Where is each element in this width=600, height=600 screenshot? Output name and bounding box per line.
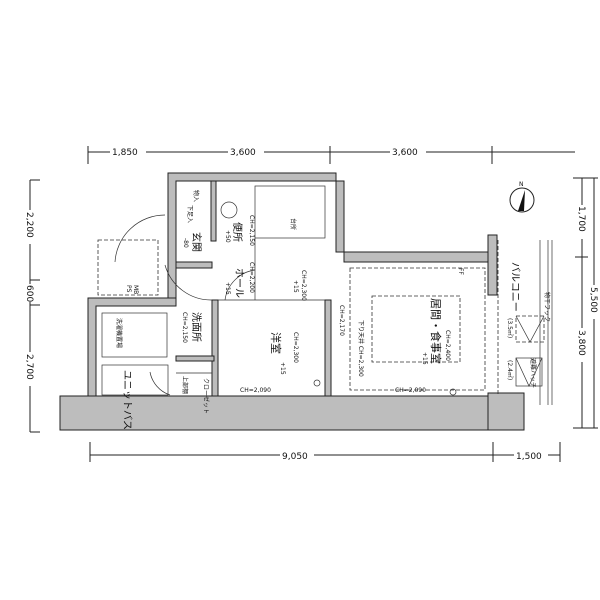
label-living-beam-ch: CH=2,090	[395, 387, 426, 394]
dim-right-2: 3,800	[576, 330, 586, 356]
north-compass: N	[509, 181, 535, 213]
label-ff: FF	[457, 268, 464, 275]
label-hall-ch: CH=2,200	[248, 262, 255, 293]
dim-top-2: 3,600	[230, 148, 256, 158]
label-entrance: 玄関	[190, 232, 203, 252]
label-ac-area: (3.5㎡)	[506, 318, 514, 338]
label-closet: クローゼット	[202, 378, 210, 414]
dim-left-1: 2,200	[24, 212, 34, 238]
label-toilet-level: +50	[224, 230, 231, 243]
label-shoe-box: 下足入	[186, 205, 193, 223]
label-corridor-ch: CH=2,300	[300, 270, 307, 301]
label-ps: PS	[125, 285, 132, 293]
label-wall-ch: CH=2,170	[338, 305, 345, 336]
label-western-beam-ch: CH=2,090	[240, 387, 271, 394]
dim-bottom-1: 9,050	[282, 452, 308, 462]
label-hall-level: +15	[224, 282, 231, 295]
dim-left-2: 600	[24, 285, 34, 302]
label-mb: MB	[132, 285, 139, 294]
dim-left-3: 2,700	[24, 354, 34, 380]
label-western-level: +15	[279, 362, 286, 375]
label-living: 居間・食事室	[429, 298, 443, 364]
label-hatch: 避難ハッチ	[529, 358, 537, 388]
label-drying-hook: 物干フック	[543, 292, 551, 322]
compass-north-label: N	[519, 181, 524, 188]
label-laundry: 洗濯機置場	[115, 318, 123, 348]
room-labels: 玄関 -80 便所 CH=2,150 +50 物入 下足入 ホール CH=2,2…	[115, 190, 551, 430]
dim-right-1: 1,700	[576, 206, 586, 232]
label-storage: 物入	[192, 190, 200, 202]
label-corridor-level: +15	[292, 280, 299, 293]
interior-lines	[97, 185, 553, 405]
label-kitchen: 台所	[289, 218, 297, 230]
label-living-level: +15	[421, 352, 428, 365]
label-western-ch: CH=2,300	[292, 332, 299, 363]
dim-top-3: 3,600	[392, 148, 418, 158]
label-bath: ユニットバス	[121, 370, 133, 430]
label-entrance-level: -80	[182, 238, 189, 248]
label-washroom-ch: CH=2,150	[181, 312, 188, 343]
walls	[59, 172, 525, 431]
dimension-top: 1,850 3,600 3,600	[87, 145, 575, 164]
label-hatch-area: (2.4㎡)	[506, 360, 514, 380]
label-lowered-ceiling: 下り天井 CH=2,300	[357, 320, 365, 377]
dimension-right: 1,700 3,800 5,500	[573, 177, 600, 429]
label-toilet: 便所	[231, 222, 244, 242]
dimension-bottom: 9,050 1,500	[89, 442, 561, 462]
dimension-left: 2,200 600 2,700	[24, 179, 40, 433]
dim-right-3: 5,500	[588, 287, 598, 313]
label-hall: ホール	[233, 268, 245, 298]
label-washroom: 洗面所	[190, 312, 202, 342]
label-balcony: バルコニー	[509, 262, 521, 312]
label-toilet-ch: CH=2,150	[248, 215, 255, 246]
label-living-ch: CH=2,400	[444, 330, 451, 361]
dim-bottom-2: 1,500	[516, 452, 542, 462]
dim-top-1: 1,850	[112, 148, 138, 158]
label-upper-shelf: 上部棚	[181, 376, 189, 394]
label-western-room: 洋室	[269, 332, 283, 354]
